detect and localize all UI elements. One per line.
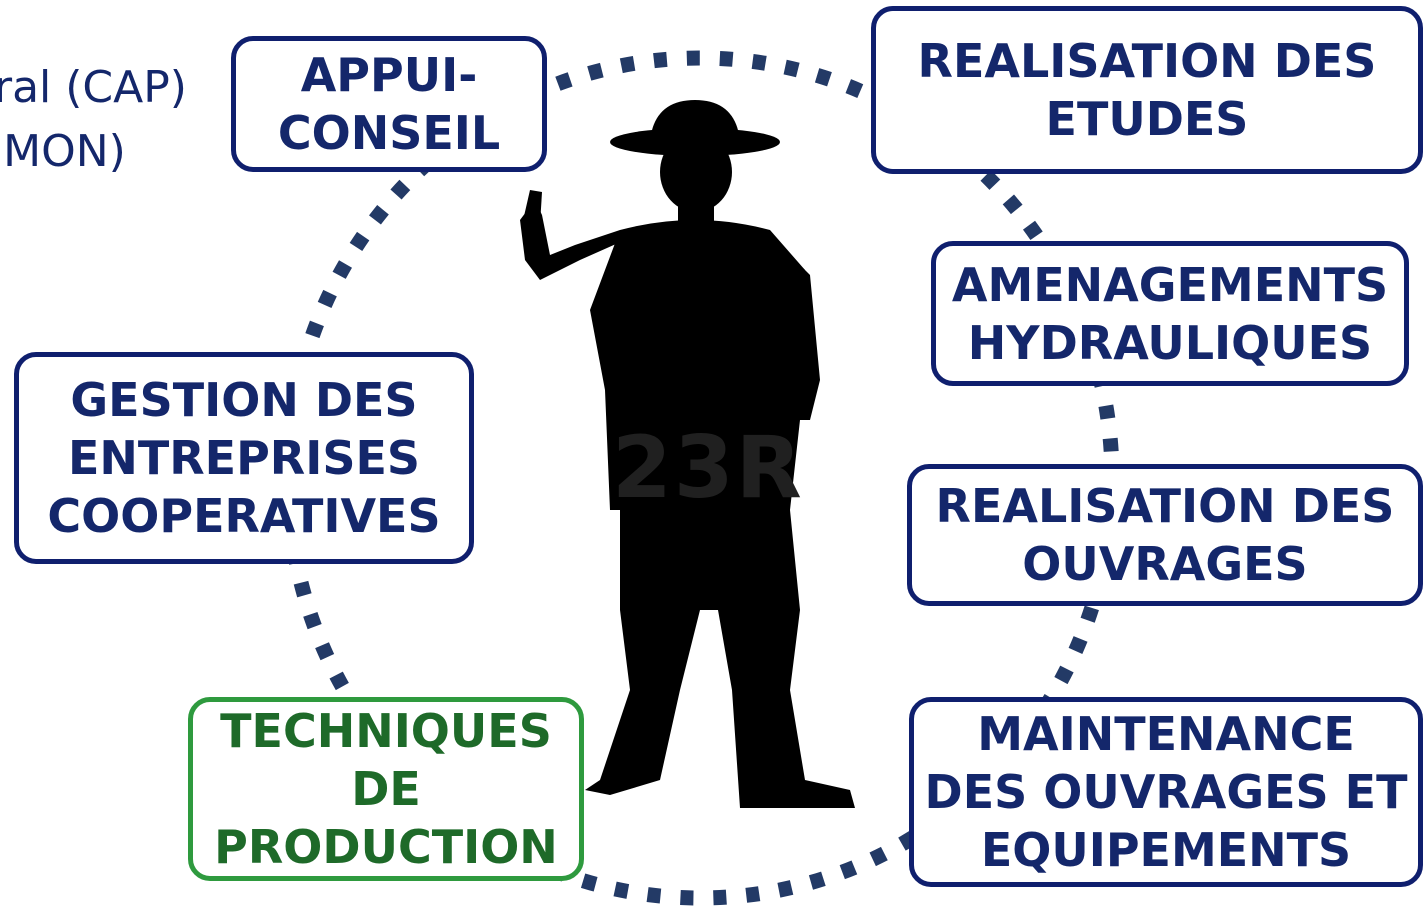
gestion-entreprises-box: GESTION DES ENTREPRISES COOPERATIVES [14, 352, 474, 564]
amenagements-hydrauliques-box: AMENAGEMENTS HYDRAULIQUES [931, 241, 1409, 386]
cropped-text-line-1: ral (CAP) [0, 62, 187, 113]
watermark: 23R [612, 418, 804, 518]
cropped-text-line-2: (MON) [0, 126, 126, 177]
techniques-production-box: TECHNIQUES DE PRODUCTION [188, 697, 584, 881]
realisation-etudes-box: REALISATION DES ETUDES [871, 6, 1423, 174]
realisation-ouvrages-box: REALISATION DES OUVRAGES [907, 464, 1423, 606]
maintenance-box: MAINTENANCE DES OUVRAGES ET EQUIPEMENTS [909, 697, 1423, 887]
appui-conseil-box: APPUI- CONSEIL [231, 36, 547, 172]
farmer-silhouette [520, 100, 855, 808]
